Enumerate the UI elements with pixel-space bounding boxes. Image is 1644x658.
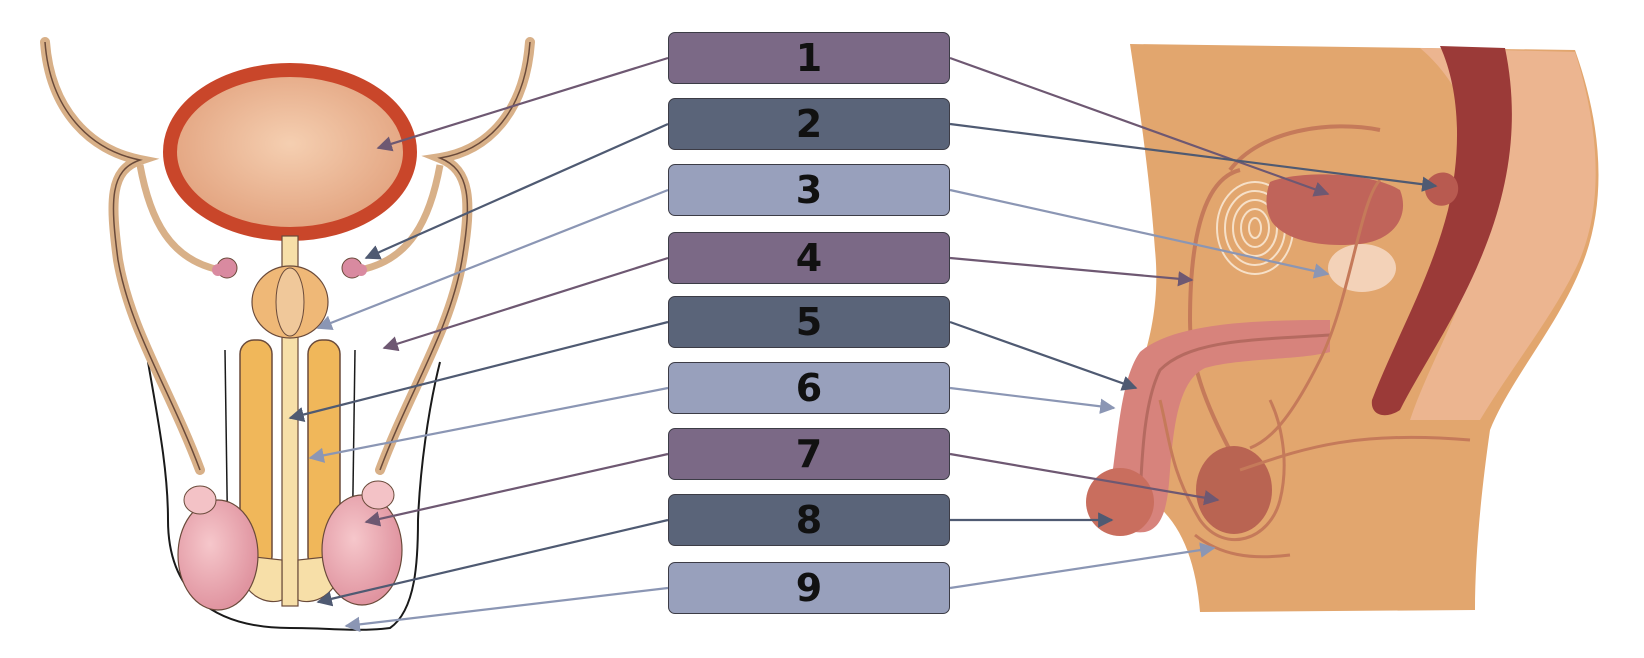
pointer-9-left (344, 586, 669, 633)
frontal-view-illustration (40, 37, 535, 631)
pointer-9-right (949, 542, 1216, 590)
label-number: 4 (795, 236, 823, 280)
label-box-9[interactable]: 9 (668, 562, 950, 614)
label-number: 6 (795, 366, 823, 410)
prostate-sagittal (1328, 244, 1396, 292)
pointer-1-right (949, 56, 1330, 197)
label-box-3[interactable]: 3 (668, 164, 950, 216)
pointer-7-left (364, 452, 669, 527)
pointer-4-right (949, 256, 1194, 287)
pointer-3-left (316, 188, 669, 331)
vas-deferens-right (375, 37, 535, 475)
label-number: 2 (795, 102, 823, 146)
pointer-2-right (949, 122, 1438, 192)
sagittal-view-illustration (1086, 44, 1599, 612)
pointer-5-right (949, 320, 1138, 391)
pointer-1-left (376, 56, 669, 152)
label-number: 1 (795, 36, 823, 80)
pointer-lines-left (288, 56, 669, 633)
vas-deferens-left (40, 37, 205, 475)
pointer-6-right (949, 386, 1116, 414)
pointer-5-left (288, 320, 669, 423)
label-box-2[interactable]: 2 (668, 98, 950, 150)
label-box-6[interactable]: 6 (668, 362, 950, 414)
bladder-sagittal (1266, 174, 1404, 246)
pointer-3-right (949, 188, 1330, 279)
label-number: 7 (795, 432, 823, 476)
penis-sagittal (1109, 320, 1330, 533)
label-box-4[interactable]: 4 (668, 232, 950, 284)
label-box-5[interactable]: 5 (668, 296, 950, 348)
label-number: 3 (795, 168, 823, 212)
pointer-8-left (316, 518, 669, 607)
pointer-4-left (382, 256, 669, 352)
scrotum-outline (147, 361, 441, 631)
label-box-1[interactable]: 1 (668, 32, 950, 84)
rectum (1371, 46, 1512, 416)
label-number: 8 (795, 498, 823, 542)
pointer-2-left (364, 122, 669, 260)
pointer-lines-right (949, 56, 1438, 590)
testis-right (321, 494, 403, 606)
bladder-frontal (163, 63, 417, 241)
label-box-8[interactable]: 8 (668, 494, 950, 546)
label-number: 5 (795, 300, 823, 344)
testis-left (177, 499, 259, 611)
pointer-7-right (949, 452, 1220, 506)
testis-sagittal (1196, 446, 1272, 534)
pointer-6-left (308, 386, 669, 463)
label-box-7[interactable]: 7 (668, 428, 950, 480)
label-number: 9 (795, 566, 823, 610)
